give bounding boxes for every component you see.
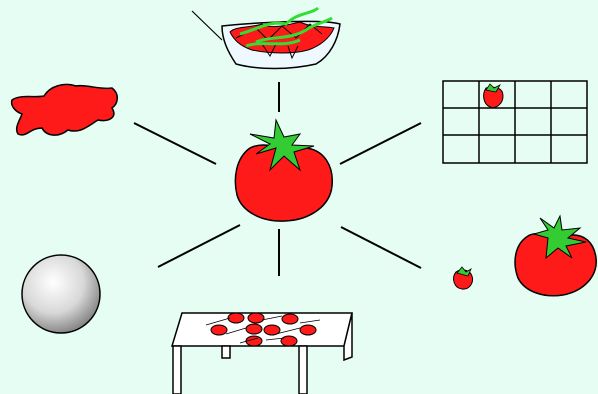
- spoke-lower-right: [341, 227, 421, 268]
- table-leg: [173, 346, 181, 394]
- gray-sphere-icon: [22, 255, 100, 333]
- tomato-splat-icon: [12, 84, 118, 135]
- spoke-upper-right: [340, 123, 421, 164]
- tomato-grid-icon: [443, 81, 587, 163]
- spoke-lower-left: [158, 225, 240, 267]
- grid-tomato-icon: [484, 84, 503, 107]
- table-leg: [299, 346, 307, 394]
- small-tomato-icon: [454, 267, 473, 289]
- tomato-salad-bowl-icon: [192, 8, 340, 69]
- spoke-upper-left: [134, 123, 216, 164]
- center-tomato-icon: [235, 120, 332, 221]
- table-leg: [222, 346, 230, 358]
- large-tomato-icon: [515, 216, 596, 296]
- tomatoes-on-table-icon: [172, 313, 352, 394]
